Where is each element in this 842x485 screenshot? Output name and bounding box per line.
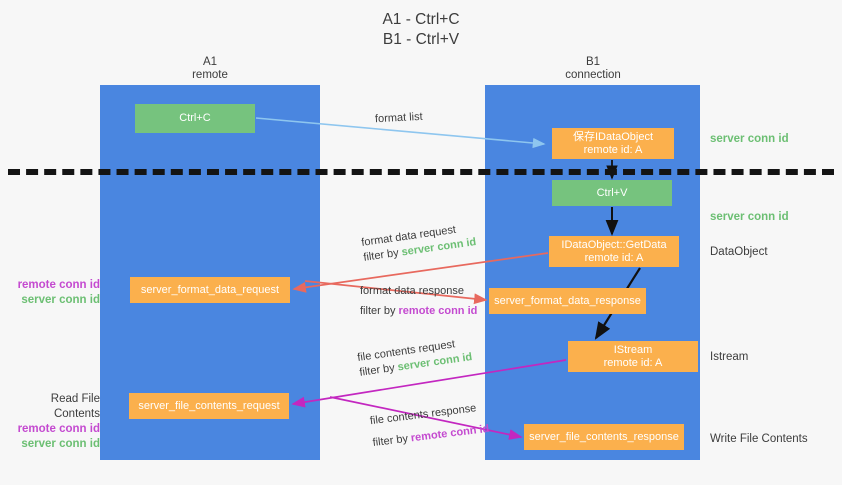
node-ctrl-v-label: Ctrl+V (596, 186, 628, 199)
filter-prefix: filter by (371, 432, 412, 450)
caption-file-contents-response: file contents response filter by remote … (369, 400, 490, 451)
filter-prefix: filter by (358, 361, 399, 379)
node-server-format-data-response[interactable]: server_format_data_response (489, 288, 646, 314)
node-idataobject-title: 保存IDataObject (572, 130, 654, 143)
node-idataobject-remote-id: remote id: A (583, 143, 643, 156)
caption-format-data-response: format data response filter by remote co… (360, 284, 477, 319)
node-server-file-contents-response[interactable]: server_file_contents_response (524, 424, 684, 450)
node-server-file-contents-response-label: server_file_contents_response (529, 430, 679, 443)
caption-format-list: format list (375, 110, 423, 127)
node-getdata-remote-id: remote id: A (584, 251, 644, 264)
filter-prefix: filter by (362, 246, 403, 264)
filter-value-remote-conn-id: remote conn id (398, 305, 478, 317)
label-server-conn-id-mid: server conn id (710, 211, 789, 223)
title-line-1: A1 - Ctrl+C (382, 11, 460, 28)
page-title: A1 - Ctrl+C B1 - Ctrl+V (0, 10, 842, 50)
label-server-conn-id: server conn id (21, 438, 100, 450)
node-ctrl-v[interactable]: Ctrl+V (552, 180, 672, 206)
label-istream: Istream (710, 351, 749, 363)
caption-file-contents-request: file contents request filter by server c… (356, 335, 473, 381)
label-server-conn-id-top: server conn id (710, 133, 789, 145)
node-server-format-data-request[interactable]: server_format_data_request (130, 277, 290, 303)
node-istream[interactable]: IStream remote id: A (568, 341, 698, 372)
label-dataobject: DataObject (710, 246, 768, 258)
label-format-conn-ids: remote conn id server conn id (8, 278, 100, 308)
caption-format-list-text: format list (374, 110, 423, 126)
lane-b1-name: B1 (585, 56, 601, 68)
lane-a1-name: A1 (202, 56, 218, 68)
title-line-2: B1 - Ctrl+V (382, 31, 460, 48)
phase-separator-dashed-line (8, 169, 834, 175)
node-server-file-contents-request-label: server_file_contents_request (138, 399, 280, 412)
node-istream-remote-id: remote id: A (603, 356, 663, 369)
caption-format-data-response-line1: format data response (360, 285, 464, 297)
lane-a1-role: remote (192, 69, 228, 81)
label-write-file-contents: Write File Contents (710, 433, 808, 445)
caption-format-data-request: format data request filter by server con… (360, 220, 477, 266)
node-server-format-data-request-label: server_format_data_request (140, 283, 280, 296)
node-idataobject[interactable]: 保存IDataObject remote id: A (552, 128, 674, 159)
label-server-conn-id: server conn id (21, 294, 100, 306)
node-ctrl-c[interactable]: Ctrl+C (135, 104, 255, 133)
filter-value-remote-conn-id: remote conn id (410, 422, 490, 445)
lane-header-a1: A1 remote (140, 56, 280, 82)
lane-header-b1: B1 connection (523, 56, 663, 82)
node-server-format-data-response-label: server_format_data_response (494, 294, 641, 307)
node-idataobject-getdata[interactable]: IDataObject::GetData remote id: A (549, 236, 679, 267)
label-read-file-contents: Read File Contents (50, 393, 100, 420)
lane-b1-role: connection (565, 69, 621, 81)
node-ctrl-c-label: Ctrl+C (179, 112, 211, 124)
node-istream-title: IStream (613, 343, 653, 356)
label-remote-conn-id: remote conn id (17, 423, 100, 435)
node-getdata-title: IDataObject::GetData (561, 238, 667, 251)
node-server-file-contents-request[interactable]: server_file_contents_request (129, 393, 289, 419)
filter-prefix: filter by (360, 305, 399, 317)
label-read-file-contents-block: Read File Contents remote conn id server… (8, 392, 100, 452)
caption-format-data-response-filter: filter by remote conn id (360, 299, 477, 319)
label-remote-conn-id: remote conn id (17, 279, 100, 291)
